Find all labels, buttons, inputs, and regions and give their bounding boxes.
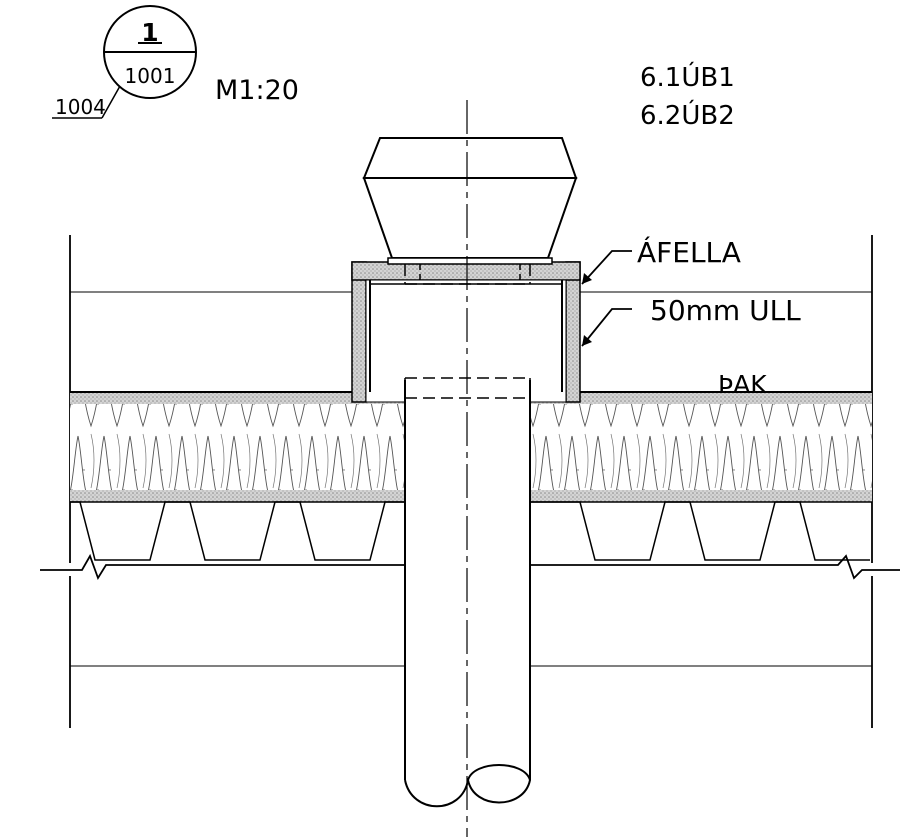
scale-label: M1:20 <box>215 75 299 106</box>
callout-flashing-label: ÁFELLA <box>637 235 741 269</box>
reference-number: 1004 <box>55 95 106 119</box>
upstand-left-wall <box>351 261 367 403</box>
reference-text-1: 6.1ÚB1 <box>640 61 735 93</box>
vent-cowl-collar <box>387 257 553 265</box>
callout-flashing-leader <box>581 250 632 285</box>
break-line-left <box>40 553 405 581</box>
break-line-right <box>530 554 900 580</box>
vent-cowl-body <box>362 177 578 259</box>
reference-text-2: 6.2ÚB2 <box>640 99 735 131</box>
callout-flashing-arrowhead <box>582 273 592 284</box>
detail-sheet-number: 1001 <box>125 64 176 88</box>
detail-number: 1 <box>141 18 158 47</box>
upstand-right-wall <box>565 261 581 403</box>
roof-membrane-left <box>70 392 405 404</box>
roof-label: ÞAK <box>718 370 767 399</box>
roof-membrane-right <box>530 392 872 404</box>
callout-insulation-label: 50mm ULL <box>650 294 801 327</box>
insulation-base-right <box>530 490 872 502</box>
pipe-break-symbol <box>404 764 532 808</box>
detail-marker: 1 1001 1004 M1:20 <box>52 5 299 119</box>
roof-insulation-left <box>70 404 405 490</box>
callout-insulation: 50mm ULL <box>581 294 801 347</box>
trapezoid-deck-right <box>530 501 870 561</box>
reference-leader <box>101 85 121 119</box>
upstand-sleeve <box>351 261 581 403</box>
callout-insulation-leader <box>581 308 632 347</box>
callout-flashing: ÁFELLA <box>581 235 741 285</box>
vent-cowl <box>362 137 578 265</box>
callout-insulation-arrowhead <box>582 335 592 346</box>
insulation-base-left <box>70 490 405 502</box>
roof-insulation-right <box>530 404 872 490</box>
trapezoid-deck-left <box>70 501 405 561</box>
vent-cowl-top <box>362 137 578 179</box>
